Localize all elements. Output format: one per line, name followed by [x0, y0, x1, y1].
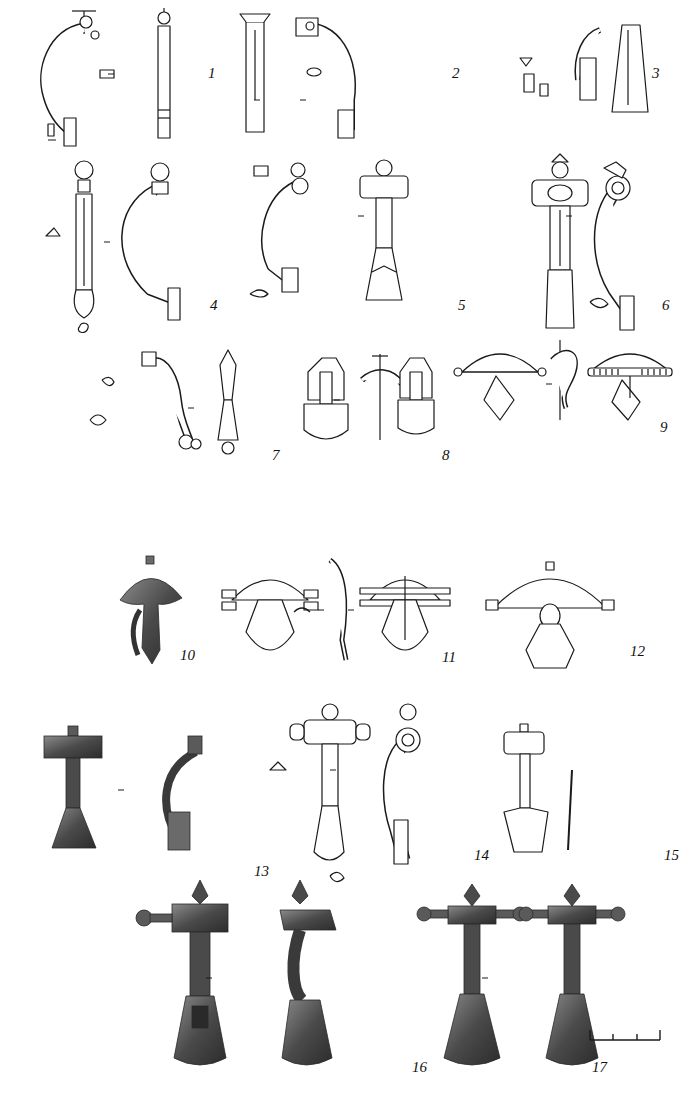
- figure-number: 13: [254, 864, 269, 879]
- figure-number: 17: [592, 1060, 607, 1075]
- figure-number: 9: [660, 420, 668, 435]
- figure-number: 8: [442, 448, 450, 463]
- figure-number: 4: [210, 298, 218, 313]
- scale-bar: [590, 1030, 660, 1040]
- figure-number: 7: [272, 448, 280, 463]
- figure-number: 16: [412, 1060, 427, 1075]
- figure-number: 5: [458, 298, 466, 313]
- figure-number: 12: [630, 644, 645, 659]
- figure-number: 14: [474, 848, 489, 863]
- figure-number: 11: [442, 650, 456, 665]
- figure-number: 1: [208, 66, 216, 81]
- figure-number: 3: [652, 66, 660, 81]
- figure-number: 15: [664, 848, 679, 863]
- figure-number: 10: [180, 648, 195, 663]
- figure-number: 2: [452, 66, 460, 81]
- figure-number: 6: [662, 298, 670, 313]
